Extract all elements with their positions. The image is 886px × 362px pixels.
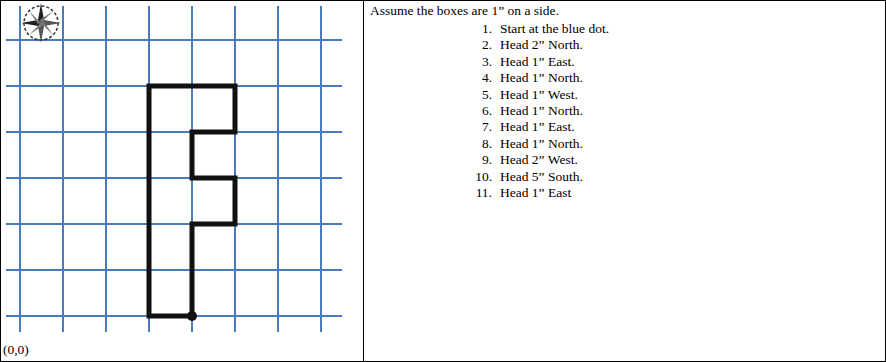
origin-label: (0,0)	[3, 342, 29, 358]
step-number: 9.	[468, 152, 492, 168]
step-number: 5.	[468, 87, 492, 103]
step-text: Head 1” East	[500, 185, 571, 201]
step-text: Head 2” North.	[500, 37, 583, 53]
step-text: Head 1” North.	[500, 70, 583, 86]
step-text: Head 1” West.	[500, 87, 578, 103]
step-number: 3.	[468, 54, 492, 70]
instruction-note: Assume the boxes are 1” on a side.	[370, 3, 559, 19]
step-number: 1.	[468, 21, 492, 37]
compass-rose	[21, 3, 61, 43]
step-text: Head 1” North.	[500, 103, 583, 119]
step-number: 2.	[468, 37, 492, 53]
step-text: Head 1” North.	[500, 136, 583, 152]
step-text: Head 5” South.	[500, 169, 583, 185]
step-number: 4.	[468, 70, 492, 86]
table-divider	[363, 0, 364, 362]
step-number: 6.	[468, 103, 492, 119]
step-text: Head 2” West.	[500, 152, 578, 168]
step-number: 10.	[468, 169, 492, 185]
step-text: Start at the blue dot.	[500, 21, 609, 37]
step-number: 8.	[468, 136, 492, 152]
step-text: Head 1” East.	[500, 54, 575, 70]
path-figure	[149, 86, 235, 316]
step-text: Head 1” East.	[500, 119, 575, 135]
start-dot	[187, 311, 197, 321]
grid	[6, 6, 342, 332]
step-number: 11.	[468, 185, 492, 201]
step-number: 7.	[468, 119, 492, 135]
